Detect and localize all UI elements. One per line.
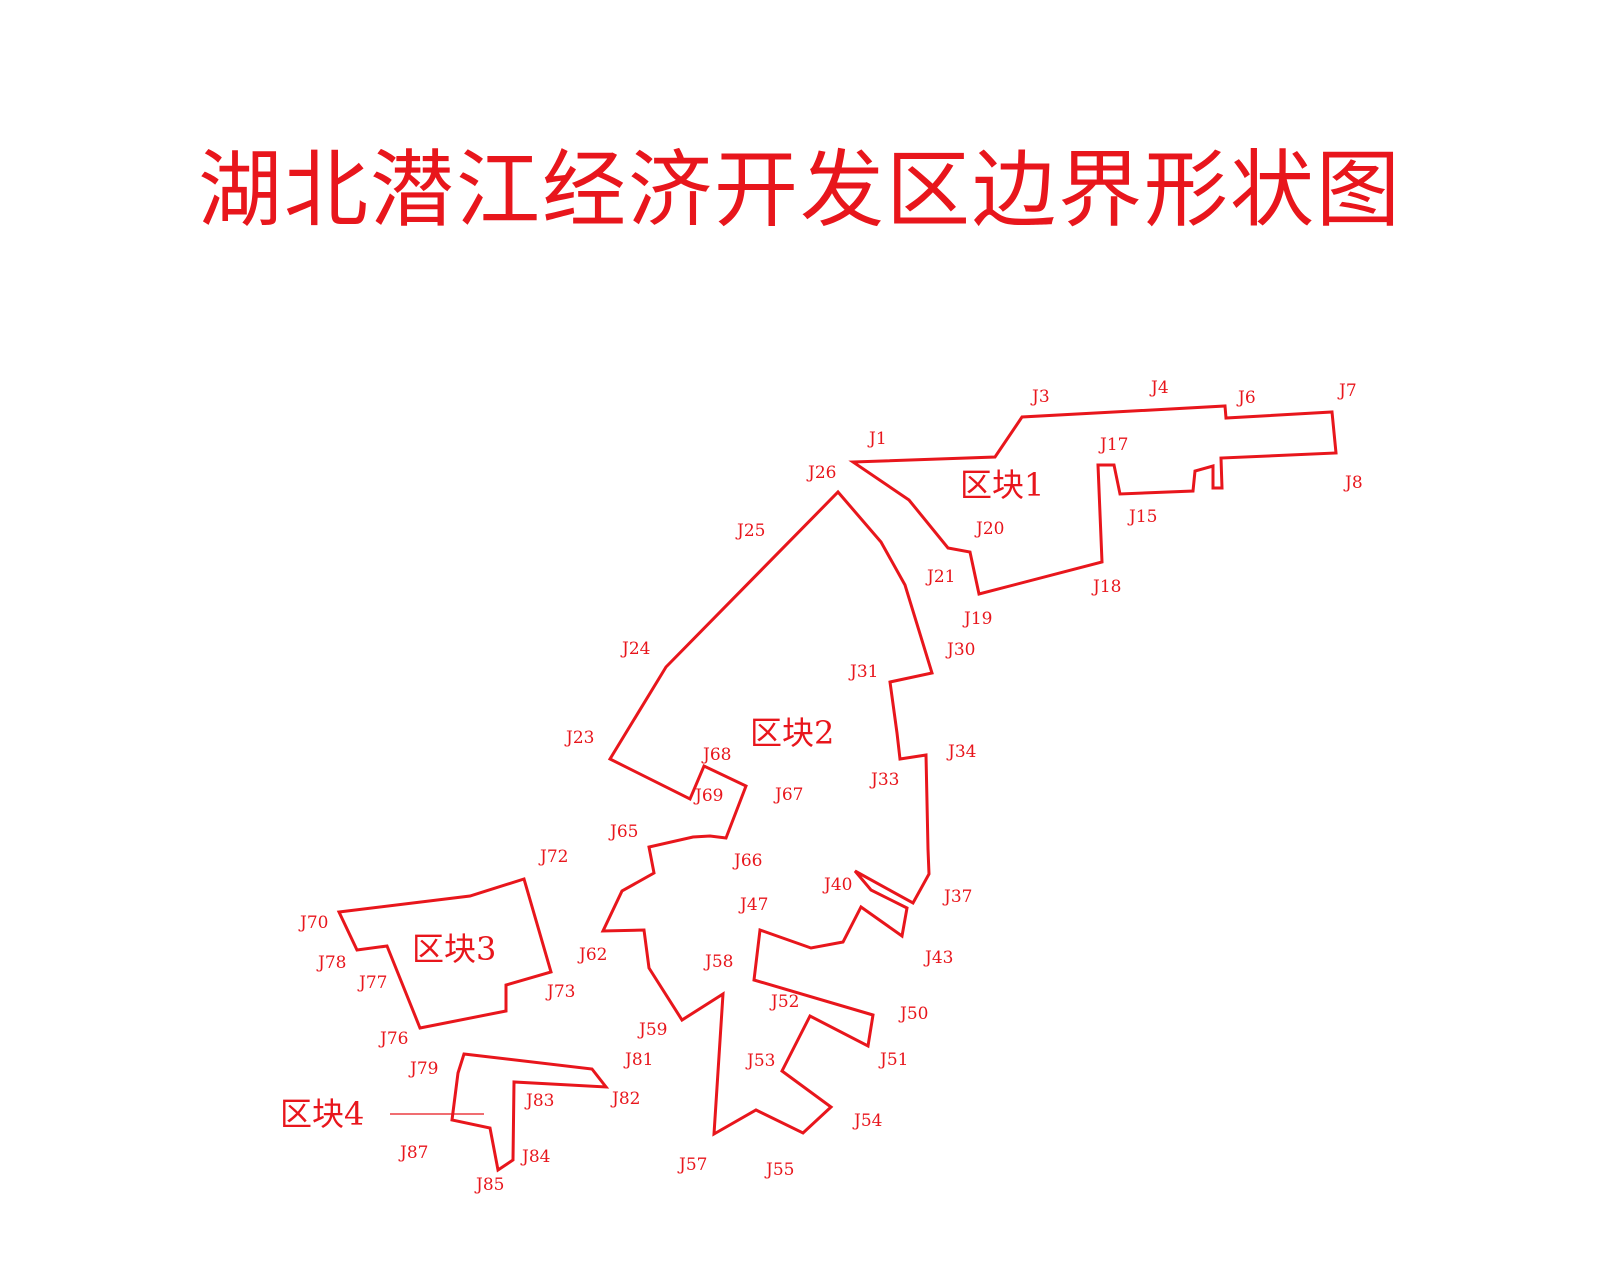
point-label: J40: [822, 875, 852, 895]
point-label: J43: [923, 948, 953, 968]
point-label: J19: [962, 609, 992, 629]
point-label: J52: [769, 992, 799, 1012]
point-label: J26: [806, 463, 836, 483]
point-label: J66: [732, 851, 762, 871]
point-label: J83: [524, 1091, 554, 1111]
point-label: J30: [945, 640, 975, 660]
block-2-boundary: [600, 489, 934, 1137]
block-4-boundary: [450, 1052, 610, 1173]
point-label: J77: [357, 973, 387, 993]
point-label: J79: [408, 1059, 438, 1079]
point-label: J69: [693, 786, 723, 806]
point-label: J65: [608, 822, 638, 842]
point-label: J68: [701, 745, 731, 765]
point-label: J54: [852, 1111, 882, 1131]
block-3-boundary: [336, 877, 553, 1030]
point-label: J73: [545, 982, 575, 1002]
point-label: J81: [623, 1050, 653, 1070]
point-labels: J1 J3 J4 J6 J7 J8 J17 J15 J20 J21 J18 J1…: [298, 378, 1363, 1195]
point-label: J6: [1236, 388, 1256, 408]
point-label: J53: [745, 1051, 775, 1071]
point-label: J34: [946, 742, 976, 762]
point-label: J76: [378, 1029, 408, 1049]
point-label: J87: [398, 1143, 428, 1163]
point-label: J47: [738, 895, 768, 915]
point-label: J59: [637, 1020, 667, 1040]
point-label: J3: [1030, 387, 1050, 407]
point-label: J82: [610, 1089, 640, 1109]
point-label: J20: [974, 519, 1004, 539]
point-label: J24: [620, 639, 650, 659]
point-label: J18: [1091, 577, 1121, 597]
block-2-area: 区块2: [600, 489, 934, 1137]
point-label: J62: [577, 945, 607, 965]
point-label: J33: [869, 770, 899, 790]
point-label: J70: [298, 913, 328, 933]
point-label: J37: [942, 887, 972, 907]
point-label: J58: [703, 952, 733, 972]
point-label: J84: [520, 1147, 550, 1167]
point-label: J25: [735, 521, 765, 541]
block-1-area: 区块1: [848, 404, 1338, 596]
point-label: J21: [925, 567, 955, 587]
block-4-area: 区块4: [280, 1052, 610, 1173]
point-label: J8: [1343, 473, 1363, 493]
point-label: J57: [677, 1155, 707, 1175]
point-label: J31: [848, 662, 878, 682]
point-label: J67: [773, 785, 803, 805]
point-label: J55: [764, 1160, 794, 1180]
point-label: J85: [474, 1175, 504, 1195]
point-label: J51: [878, 1050, 908, 1070]
point-label: J1: [867, 429, 887, 449]
point-label: J23: [564, 728, 594, 748]
point-label: J50: [898, 1004, 928, 1024]
point-label: J72: [538, 847, 568, 867]
point-label: J78: [316, 953, 346, 973]
point-label: J17: [1098, 435, 1128, 455]
point-label: J15: [1127, 507, 1157, 527]
block-4-label: 区块4: [280, 1095, 364, 1133]
point-label: J7: [1337, 381, 1357, 401]
block-1-label: 区块1: [960, 466, 1044, 504]
block-1-boundary: [848, 404, 1338, 596]
block-3-area: 区块3: [336, 877, 553, 1030]
block-3-label: 区块3: [412, 930, 496, 968]
map-title: 湖北潜江经济开发区边界形状图: [197, 141, 1402, 239]
block-2-label: 区块2: [750, 714, 834, 752]
point-label: J4: [1149, 378, 1169, 398]
